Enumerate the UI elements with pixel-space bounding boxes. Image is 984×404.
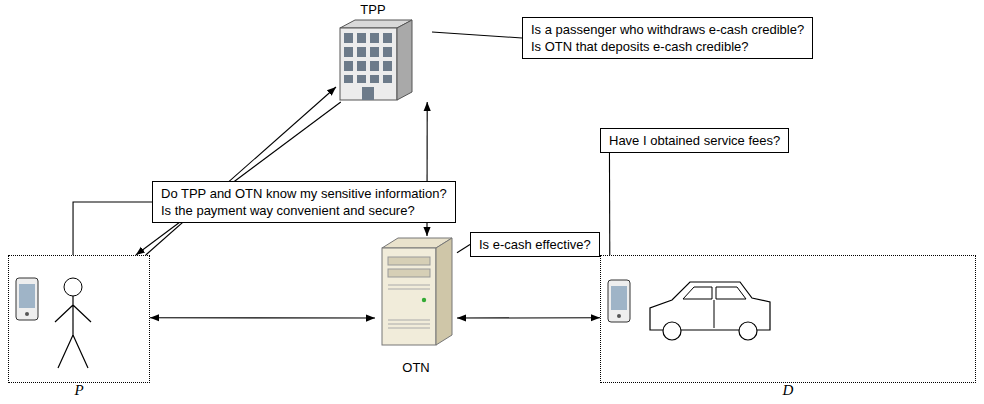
person-body [55, 296, 91, 368]
leader-line [609, 153, 610, 255]
callout-box: Is e-cash effective? [470, 232, 600, 257]
server-drive [388, 257, 430, 265]
arrow-connector [457, 317, 600, 318]
car-windows [683, 287, 746, 299]
node-label: TPP [336, 2, 410, 18]
callout-text: Is e-cash effective? [479, 236, 591, 253]
server-drive [388, 269, 430, 277]
callout-text: Is the payment way convenient and secure… [161, 202, 447, 219]
leader-line [457, 245, 470, 253]
server-vents [388, 285, 430, 328]
callout-box: Do TPP and OTN know my sensitive informa… [152, 181, 456, 223]
server-node: OTN [375, 236, 457, 376]
arrow-connector [150, 317, 375, 318]
leader-line [73, 202, 152, 255]
server-led [422, 298, 426, 302]
node-label: D [601, 382, 975, 399]
car-wheel [739, 322, 757, 340]
party-box: P [8, 255, 150, 383]
phone-body [16, 278, 38, 320]
building-door [362, 87, 374, 100]
callout-box: Is a passenger who withdraws e-cash cred… [522, 17, 813, 59]
arrow-connector [136, 102, 341, 255]
callout-text: Is OTN that deposits e-cash credible? [531, 38, 804, 55]
car-wheel [663, 322, 681, 340]
arrow-connector [146, 87, 336, 255]
phone-screen [19, 284, 35, 308]
callout-text: Is a passenger who withdraws e-cash cred… [531, 21, 804, 38]
callout-text: Have I obtained service fees? [609, 132, 780, 149]
callout-text: Do TPP and OTN know my sensitive informa… [161, 185, 447, 202]
building-node: TPP [336, 2, 432, 102]
building-front [340, 28, 397, 100]
phone-screen [611, 286, 627, 310]
car-door [714, 300, 715, 328]
node-label: P [9, 382, 149, 399]
node-label: OTN [375, 360, 457, 376]
callout-box: Have I obtained service fees? [600, 128, 789, 153]
phone-button [25, 312, 29, 316]
phone-button [617, 314, 621, 318]
leader-line [432, 32, 522, 38]
building-windows [344, 33, 396, 83]
building-side [397, 20, 412, 100]
server-side [436, 238, 452, 345]
server-front [382, 248, 436, 345]
party-box: D [600, 255, 976, 383]
person-head [64, 278, 82, 296]
phone-body [608, 280, 630, 322]
